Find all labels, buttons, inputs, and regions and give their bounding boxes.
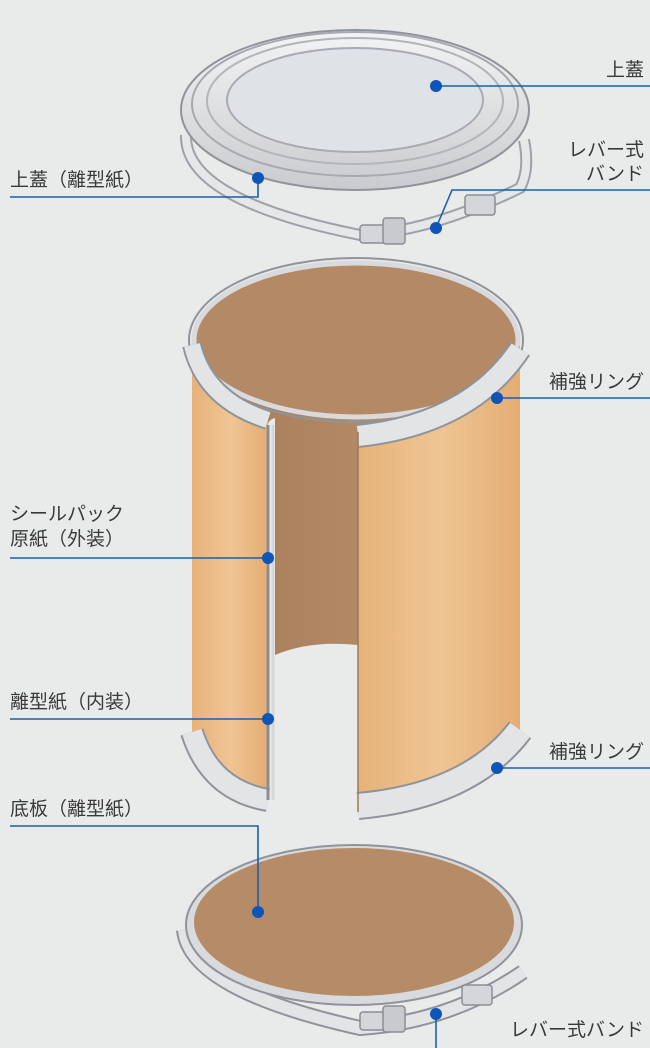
label-reinforcing-ring-bottom: 補強リング <box>548 741 644 763</box>
dot-top-lid <box>430 80 442 92</box>
dot-bottom-plate <box>252 906 264 918</box>
label-top-lid: 上蓋 <box>605 59 644 81</box>
label-reinforcing-ring-top: 補強リング <box>548 371 644 393</box>
drum-body <box>180 257 532 820</box>
dot-ring-bottom <box>491 762 503 774</box>
dot-lever-band-top <box>430 222 442 234</box>
dot-sealpack <box>262 552 274 564</box>
dot-release-inner <box>262 713 274 725</box>
label-sealpack-1: シールパック <box>10 503 125 525</box>
label-top-lid-release: 上蓋（離型紙） <box>10 169 144 191</box>
leader-dots <box>252 80 503 1020</box>
dot-top-lid-release <box>252 172 264 184</box>
label-release-paper-inner: 離型紙（内装） <box>10 691 144 713</box>
label-lever-band-top-2: バンド <box>586 163 644 185</box>
label-bottom-plate: 底板（離型紙） <box>10 798 144 820</box>
label-sealpack-2: 原紙（外装） <box>10 528 125 550</box>
leader-bottom-plate <box>10 825 259 912</box>
top-lid <box>179 29 533 245</box>
dot-ring-top <box>491 392 503 404</box>
leader-top-lid-release <box>10 178 259 198</box>
leader-lever-band-top <box>435 189 650 229</box>
leader-lines <box>10 85 650 1048</box>
label-lever-band-top-1: レバー式 <box>567 139 644 161</box>
label-lever-band-bottom: レバー式バンド <box>510 1019 644 1041</box>
dot-lever-band-bottom <box>430 1008 442 1020</box>
bottom-plate <box>176 844 528 1037</box>
